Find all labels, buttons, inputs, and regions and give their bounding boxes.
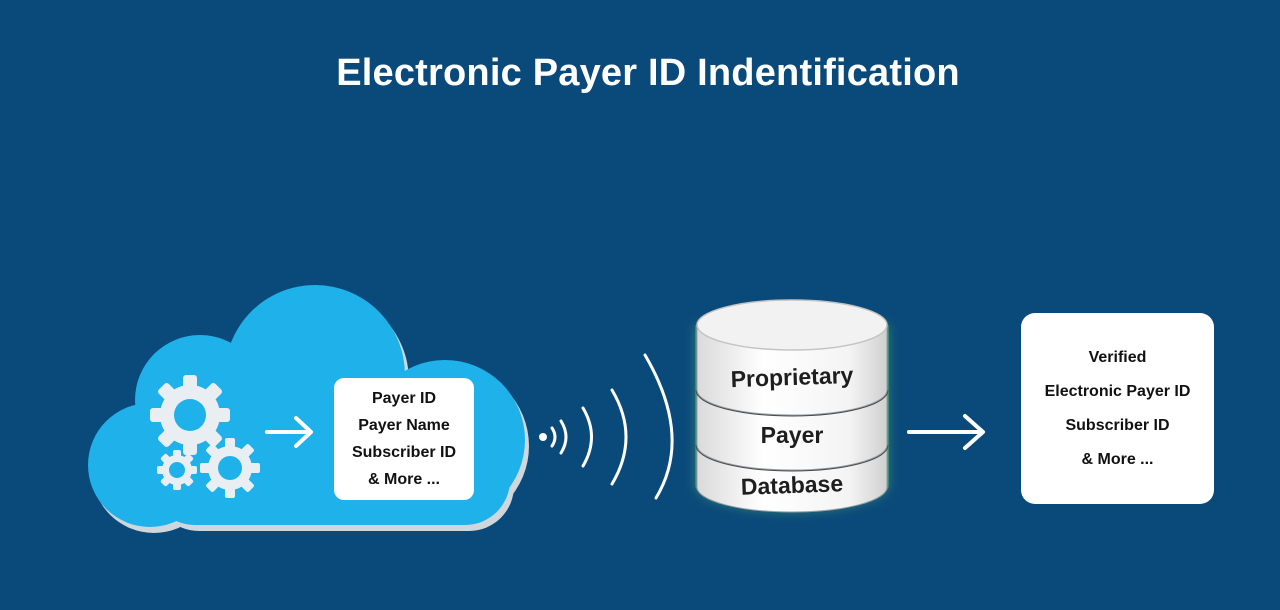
database-body <box>695 299 889 513</box>
card-line: Subscriber ID <box>351 444 457 461</box>
card-line: Payer Name <box>358 417 450 434</box>
result-line: Electronic Payer ID <box>1044 382 1191 400</box>
card-line: Payer ID <box>371 390 437 407</box>
db-label-payer: Payer <box>760 422 824 448</box>
cloud-info-card: Payer ID Payer Name Subscriber ID & More… <box>334 378 474 500</box>
result-card: Verified Electronic Payer ID Subscriber … <box>1021 313 1214 504</box>
gear-icon <box>150 375 230 455</box>
arrow-right-icon <box>907 414 985 450</box>
wireless-signal-icon <box>539 353 674 500</box>
gear-icon <box>157 450 197 490</box>
result-line: & More ... <box>1081 450 1154 468</box>
card-line: & More ... <box>367 471 440 488</box>
result-line: Verified <box>1088 348 1147 366</box>
result-line: Subscriber ID <box>1065 416 1170 434</box>
gear-icon <box>200 438 260 498</box>
page-title: Electronic Payer ID Indentification <box>336 52 960 94</box>
arrow-right-icon <box>265 416 313 448</box>
